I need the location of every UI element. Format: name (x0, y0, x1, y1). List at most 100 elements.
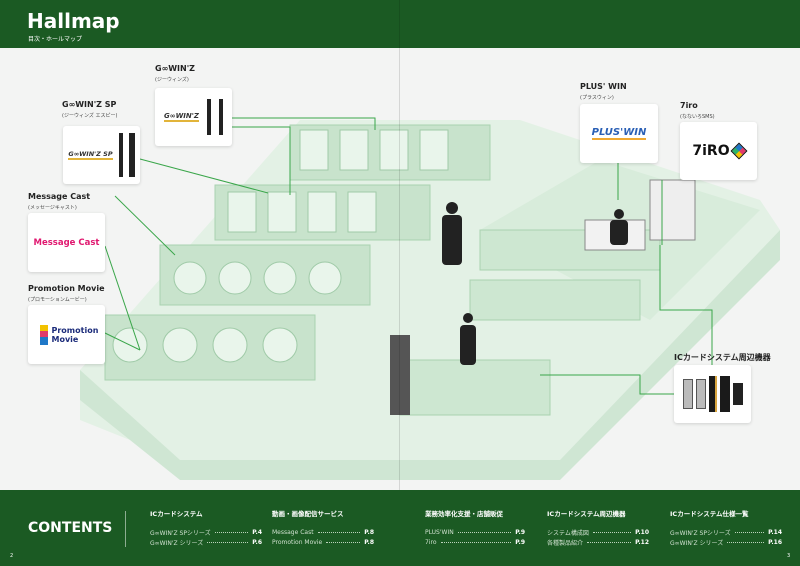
hall-illustration (80, 117, 780, 480)
goowinz-logo: G∞WIN'Z (164, 112, 199, 122)
toc-heading: ICカードシステム仕様一覧 (670, 510, 749, 518)
card-pluswin[interactable]: PLUS'WIN (580, 104, 658, 163)
page-spine (399, 0, 400, 566)
card-ic-peripherals[interactable] (674, 365, 751, 423)
toc-label: 各種製品紹介 (547, 539, 584, 547)
7iro-gem-icon (730, 142, 748, 160)
label-ic-peripherals: ICカードシステム周辺機器 (674, 352, 771, 363)
product-reading: (プラスウィン) (580, 95, 614, 101)
goowinz-sp-logo: G∞WIN'Z SP (68, 150, 113, 160)
connector-lines (104, 117, 713, 395)
toc-item[interactable]: 各種製品紹介 P.12 (547, 537, 649, 547)
unit-icon (128, 133, 135, 177)
leader-dots (587, 541, 632, 543)
toc-item[interactable]: Message Cast P.8 (272, 527, 374, 537)
product-name: Message Cast (28, 192, 91, 201)
leader-dots (326, 541, 361, 543)
toc-page: P.8 (364, 528, 374, 536)
promotion-movie-mark-icon (39, 324, 48, 345)
product-name: PLUS' WIN (580, 82, 627, 91)
leader-dots (214, 531, 249, 533)
toc-item[interactable]: PLUS'WIN P.9 (425, 527, 525, 537)
contents-heading: CONTENTS (28, 520, 113, 536)
toc-item[interactable]: G∞WIN'Z シリーズ P.16 (670, 537, 782, 547)
card-goowinz-sp[interactable]: G∞WIN'Z SP (63, 126, 140, 184)
product-reading: (プロモーションムービー) (28, 297, 87, 303)
toc-item[interactable]: G∞WIN'Z SPシリーズ P.14 (670, 527, 782, 537)
label-message-cast: Message Cast (メッセージキャスト) (28, 192, 90, 211)
cabinet-icon (719, 376, 730, 412)
toc-page: P.4 (252, 528, 262, 536)
toc-page: P.6 (252, 538, 262, 546)
pluswin-logo: PLUS'WIN (591, 127, 647, 140)
unit-icon (118, 133, 123, 177)
toc-label: G∞WIN'Z シリーズ (670, 539, 724, 547)
toc-heading: 動画・画像配信サービス (272, 510, 344, 518)
product-name: G∞WIN'Z SP (62, 100, 117, 109)
toc-label: G∞WIN'Z SPシリーズ (150, 529, 211, 537)
card-7iro[interactable]: 7iRO (680, 122, 757, 180)
label-7iro: 7iro (なないろSMS) (680, 101, 715, 120)
7iro-logo: 7iRO (692, 143, 730, 159)
label-goowinz: G∞WIN'Z (ジーウィンズ) (155, 64, 195, 83)
toc-label: PLUS'WIN (425, 528, 454, 536)
toc-label: G∞WIN'Z SPシリーズ (670, 529, 731, 537)
toc-label: システム構成図 (547, 529, 589, 537)
leader-dots (457, 531, 512, 533)
terminal-icon (732, 383, 743, 405)
toc-heading: 業務効率化支援・店舗販促 (425, 510, 503, 518)
toc-page: P.9 (515, 528, 525, 536)
page-subtitle: 目次・ホールマップ (28, 36, 83, 43)
page-number-left: 2 (10, 553, 14, 559)
product-name: 7iro (680, 101, 698, 110)
footer-divider (125, 511, 126, 547)
product-name: ICカードシステム周辺機器 (674, 353, 771, 362)
leader-dots (592, 531, 632, 533)
product-name: Promotion Movie (28, 284, 105, 293)
product-reading: (ジーウィンズ エスピー) (62, 113, 118, 119)
toc-label: 7iro (425, 538, 437, 546)
product-reading: (ジーウィンズ) (155, 77, 189, 83)
cabinet-icon (708, 376, 717, 412)
label-goowinz-sp: G∞WIN'Z SP (ジーウィンズ エスピー) (62, 100, 117, 119)
toc-page: P.16 (768, 538, 782, 546)
toc-heading: ICカードシステム周辺機器 (547, 510, 626, 518)
page-header: Hallmap 目次・ホールマップ (0, 0, 800, 48)
slot-machines (112, 129, 449, 363)
card-message-cast[interactable]: Message Cast (28, 213, 105, 272)
toc-item[interactable]: G∞WIN'Z シリーズ P.6 (150, 537, 262, 547)
label-pluswin: PLUS' WIN (プラスウィン) (580, 82, 627, 101)
unit-icon (206, 99, 211, 135)
label-promotion-movie: Promotion Movie (プロモーションムービー) (28, 284, 105, 303)
leader-dots (207, 541, 249, 543)
card-promotion-movie[interactable]: Promotion Movie (28, 305, 105, 364)
toc-item[interactable]: G∞WIN'Z SPシリーズ P.4 (150, 527, 262, 537)
card-goowinz[interactable]: G∞WIN'Z (155, 88, 232, 146)
leader-dots (440, 541, 512, 543)
toc-page: P.12 (635, 538, 649, 546)
message-cast-logo: Message Cast (33, 237, 100, 248)
toc-page: P.14 (768, 528, 782, 536)
promotion-movie-logo: Promotion Movie (51, 325, 99, 344)
page-title: Hallmap (27, 9, 120, 33)
product-reading: (メッセージキャスト) (28, 205, 77, 211)
product-reading: (なないろSMS) (680, 114, 715, 120)
kiosk-icon (695, 379, 706, 409)
staff-figures (390, 202, 628, 415)
unit-icon (218, 99, 223, 135)
toc-label: G∞WIN'Z シリーズ (150, 539, 204, 547)
toc-label: Promotion Movie (272, 538, 323, 546)
toc-label: Message Cast (272, 528, 314, 536)
product-name: G∞WIN'Z (155, 64, 195, 73)
toc-section: ICカードシステム仕様一覧 G∞WIN'Z SPシリーズ P.14 G∞WIN'Z… (670, 508, 782, 547)
toc-page: P.8 (364, 538, 374, 546)
toc-item[interactable]: Promotion Movie P.8 (272, 537, 374, 547)
counter-and-shelves (399, 179, 696, 416)
